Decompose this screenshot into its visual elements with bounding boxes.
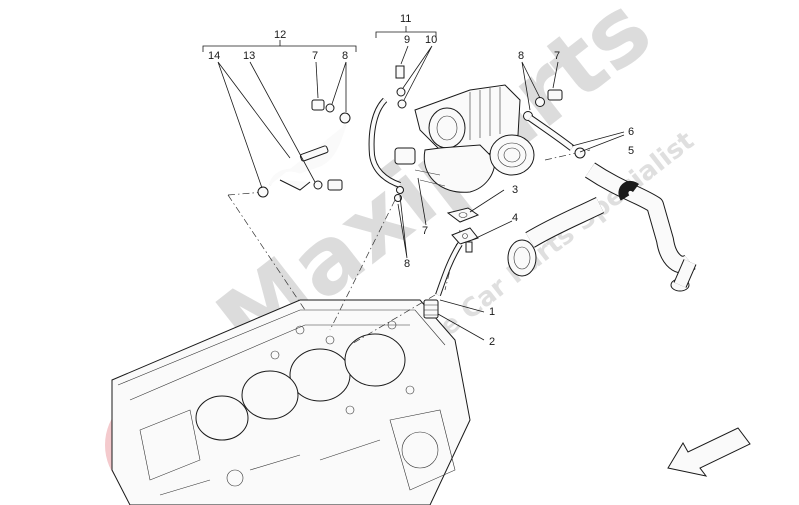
- washer-8: [339, 112, 351, 124]
- leader-lines: [217, 45, 625, 341]
- washer: [313, 180, 323, 190]
- cylinder-bore: [241, 370, 299, 420]
- callout-3: 3: [512, 184, 518, 196]
- banjo-bolt: [327, 179, 343, 191]
- group-brackets: [202, 26, 437, 52]
- bolt-9: [395, 65, 405, 79]
- drain-fitting-2: [423, 299, 439, 319]
- cylinder-bore: [289, 348, 351, 402]
- hose-clamp-5: [574, 147, 586, 159]
- callout-5: 5: [628, 145, 634, 157]
- oil-return-pipe-assembly: [368, 65, 407, 202]
- cylinder-bore: [195, 395, 249, 441]
- callout-7: 7: [554, 50, 560, 62]
- callout-labels: 12 14 13 7 8 11 9 10 8 7 6 5 3 4 7 8 1 2: [208, 13, 634, 348]
- washer-8: [535, 97, 545, 107]
- coolant-pipe-assembly: [523, 89, 586, 159]
- callout-2: 2: [489, 336, 495, 348]
- screw: [465, 241, 473, 253]
- callout-8: 8: [518, 50, 524, 62]
- washer-8: [325, 103, 335, 113]
- callout-1: 1: [489, 306, 495, 318]
- turbocharger: [394, 84, 535, 193]
- washer-14: [257, 186, 269, 198]
- callout-4: 4: [512, 212, 518, 224]
- union-bolt-7: [547, 89, 563, 101]
- washer-10: [396, 87, 406, 97]
- washer-10: [397, 99, 407, 109]
- callout-7: 7: [312, 50, 318, 62]
- gasket-and-flange: [446, 207, 480, 253]
- callout-11: 11: [400, 13, 411, 25]
- oil-feed-pipe-assembly: [257, 99, 351, 198]
- callout-12: 12: [274, 29, 286, 41]
- engine-block: [111, 299, 471, 505]
- callout-13: 13: [243, 50, 255, 62]
- callout-14: 14: [208, 50, 220, 62]
- callout-10: 10: [425, 34, 437, 46]
- drain-pipe: [423, 242, 463, 319]
- callout-8: 8: [404, 258, 410, 270]
- union-bolt-7: [311, 99, 325, 111]
- callout-8: 8: [342, 50, 348, 62]
- callout-9: 9: [404, 34, 410, 46]
- cylinder-bore: [344, 333, 406, 387]
- washer-8: [396, 186, 404, 194]
- intake-hose: [507, 162, 697, 292]
- flange-4: [451, 227, 479, 245]
- callout-6: 6: [628, 126, 634, 138]
- compressor-outlet: [489, 134, 535, 176]
- callout-7: 7: [422, 225, 428, 237]
- front-direction-arrow: [667, 427, 751, 477]
- hose-outlet: [507, 239, 537, 277]
